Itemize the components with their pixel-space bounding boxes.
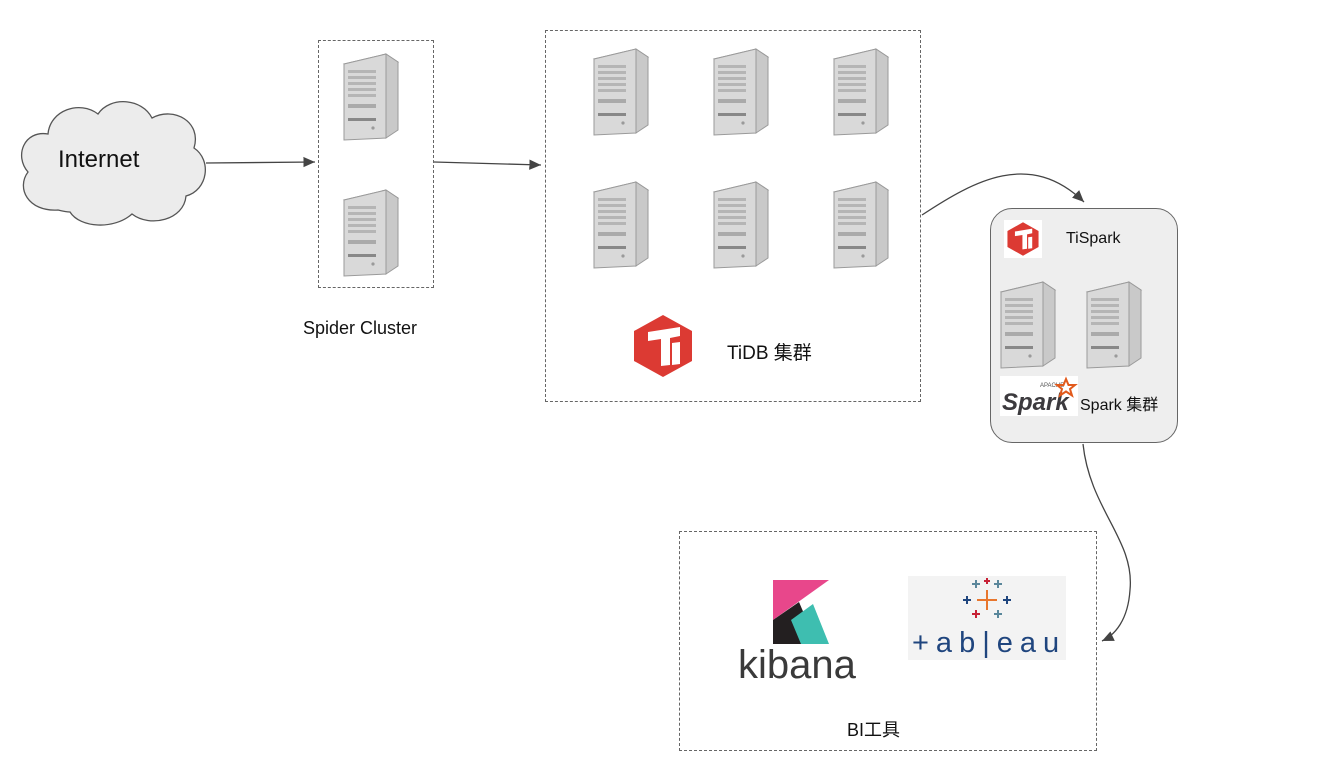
- server-icon: [713, 48, 769, 136]
- spark-logo-text: Spark: [1002, 389, 1070, 416]
- tidb-cluster-label: TiDB 集群: [727, 343, 812, 364]
- internet-label: Internet: [58, 146, 140, 173]
- spark-cluster-label: Spark 集群: [1080, 397, 1159, 414]
- arrow-internet-to-spider: [205, 156, 316, 168]
- tispark-logo-icon: [1004, 220, 1042, 258]
- server-icon: [593, 181, 649, 269]
- tableau-cross-icon: [963, 578, 1011, 618]
- internet-cloud-icon: [20, 101, 206, 226]
- server-icon: [833, 181, 889, 269]
- arrow-tidb-to-tispark: [921, 173, 1085, 216]
- server-icon: [1086, 281, 1142, 369]
- spider-cluster-box: [318, 40, 434, 288]
- server-icon: [833, 48, 889, 136]
- server-icon: [593, 48, 649, 136]
- bi-tools-box: [679, 531, 1097, 751]
- bi-tools-label: BI工具: [847, 720, 901, 740]
- tidb-logo-icon: [634, 315, 692, 377]
- tispark-label: TiSpark: [1066, 230, 1121, 247]
- kibana-logo-icon: [773, 580, 829, 644]
- arrow-spider-to-tidb: [433, 159, 542, 170]
- kibana-wordmark: kibana: [738, 643, 856, 687]
- server-icon: [343, 53, 399, 141]
- spark-logo-small-text: APACHE: [1040, 383, 1064, 389]
- spark-logo-icon: APACHE Spark: [1000, 376, 1078, 416]
- spider-cluster-label: Spider Cluster: [303, 318, 418, 338]
- arrow-tispark-to-bi: [1082, 443, 1131, 642]
- tableau-wordmark: +ab|eau: [912, 627, 1067, 659]
- server-icon: [1000, 281, 1056, 369]
- server-icon: [343, 189, 399, 277]
- tidb-cluster-box: [545, 30, 921, 402]
- server-icon: [713, 181, 769, 269]
